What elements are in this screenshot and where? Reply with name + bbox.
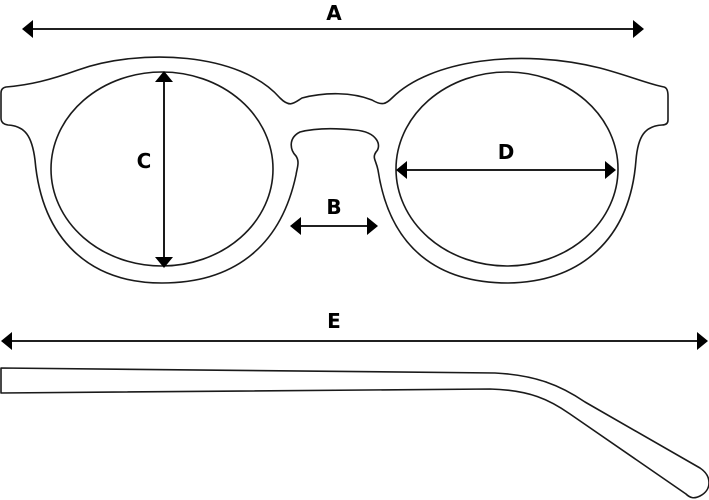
dimension-e-arrow-left — [1, 332, 12, 350]
dimension-d: D — [396, 140, 616, 179]
dimension-a: A — [22, 1, 644, 38]
dimension-c-arrow-bottom — [155, 257, 173, 268]
right-lens — [395, 71, 619, 267]
dimension-d-label: D — [498, 140, 515, 164]
dimension-b: B — [290, 195, 378, 235]
dimension-b-arrow-right — [367, 217, 378, 235]
dimension-a-label: A — [326, 1, 342, 25]
dimension-e-label: E — [327, 309, 341, 333]
front-frame — [0, 56, 669, 284]
dimension-b-label: B — [326, 195, 341, 219]
dimension-a-arrow-right — [633, 20, 644, 38]
dimension-d-arrow-left — [396, 161, 407, 179]
dimension-c-arrow-top — [155, 71, 173, 82]
dimension-c: C — [137, 71, 173, 268]
dimension-c-label: C — [137, 149, 152, 173]
left-lens — [50, 71, 274, 267]
dimension-d-arrow-right — [605, 161, 616, 179]
dimension-e: E — [1, 309, 708, 350]
temple-arm — [0, 367, 709, 499]
dimension-a-arrow-left — [22, 20, 33, 38]
dimension-e-arrow-right — [697, 332, 708, 350]
dimension-b-arrow-left — [290, 217, 301, 235]
temple-arm-outline — [0, 367, 709, 499]
